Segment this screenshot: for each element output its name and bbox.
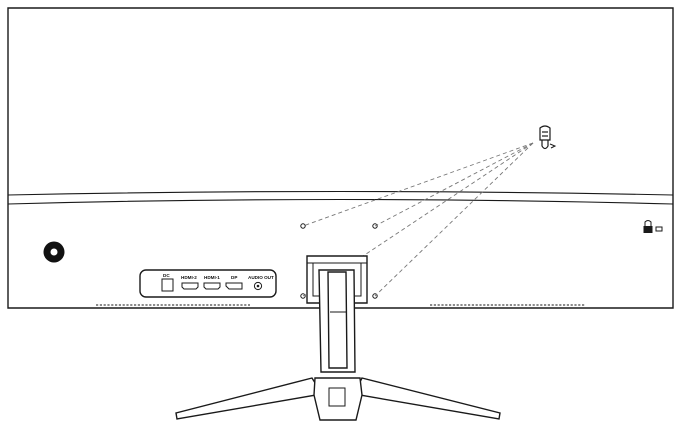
io-port-panel: DC HDMI-2 HDMI-1 DP AUDIO OUT (139, 269, 277, 298)
stand-base (175, 377, 501, 421)
mounting-guide-lines (302, 142, 534, 297)
audio-out-port-label: AUDIO OUT (248, 275, 274, 280)
monitor-body (7, 7, 674, 309)
screw-icon (539, 125, 557, 150)
power-button-icon (43, 241, 65, 263)
dc-port: DC (161, 273, 174, 292)
dp-port: DP (225, 275, 243, 290)
audio-out-port: AUDIO OUT (248, 275, 274, 291)
kensington-lock-icon (643, 220, 663, 233)
vesa-mount-holes (300, 223, 378, 299)
stand-neck (318, 269, 356, 373)
hdmi2-port-label: HDMI-2 (181, 275, 197, 280)
hdmi1-port: HDMI-1 (203, 275, 221, 290)
hdmi2-port: HDMI-2 (181, 275, 199, 290)
hdmi1-port-label: HDMI-1 (204, 275, 220, 280)
dc-port-label: DC (163, 273, 170, 278)
dp-port-label: DP (231, 275, 237, 280)
